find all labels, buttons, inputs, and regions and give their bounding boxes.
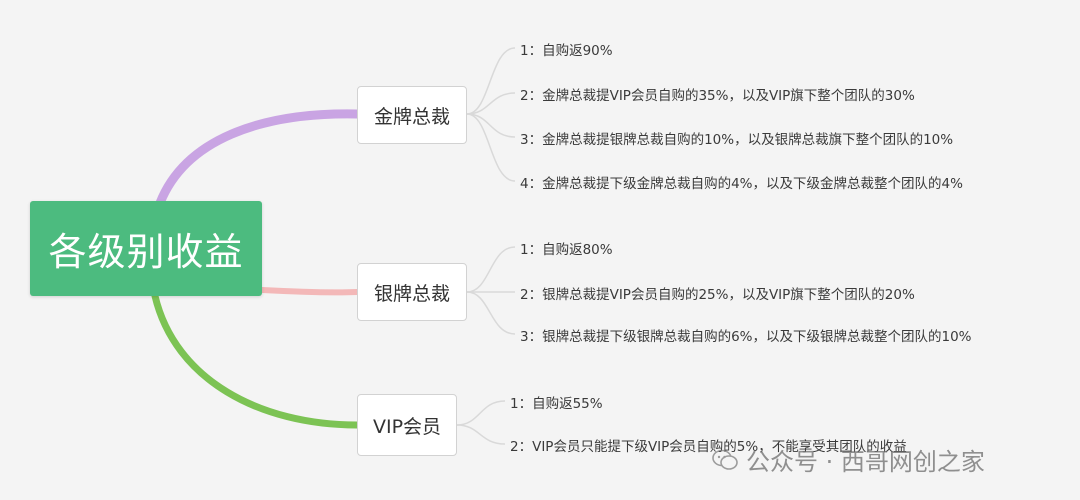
gold-leaf-2: 2：金牌总裁提VIP会员自购的35%，以及VIP旗下整个团队的30% [520,88,915,104]
watermark-text: 公众号 · 西哥网创之家 [746,448,985,476]
link-root-gold [155,109,362,208]
branch-vip-member: VIP会员 [357,394,457,456]
link-gold-leaf-4 [466,113,516,182]
branch-silver-president: 银牌总裁 [357,263,467,321]
silver-leaf-3: 3：银牌总裁提下级银牌总裁自购的6%，以及下级银牌总裁整个团队的10% [520,329,972,345]
link-silver-leaf-1 [466,246,516,293]
silver-leaf-2: 2：银牌总裁提VIP会员自购的25%，以及VIP旗下整个团队的20% [520,287,915,303]
silver-leaf-1: 1：自购返80% [520,242,613,258]
watermark: 公众号 · 西哥网创之家 [712,442,985,477]
gold-leaf-1: 1：自购返90% [520,43,613,59]
vip-leaf-2: 2：VIP会员只能提下级VIP会员自购的5%，不能享受其团队的收益 [510,439,907,455]
link-silver-leaf-3 [466,291,516,335]
wechat-icon [712,449,738,471]
link-root-vip [151,292,361,429]
link-vip-leaf-1 [456,400,506,426]
link-gold-leaf-2 [466,92,516,115]
link-gold-leaf-1 [466,47,516,115]
branch-gold-president: 金牌总裁 [357,86,467,144]
gold-leaf-4: 4：金牌总裁提下级金牌总裁自购的4%，以及下级金牌总裁整个团队的4% [520,176,963,192]
link-root-silver [259,287,360,296]
gold-leaf-3: 3：金牌总裁提银牌总裁自购的10%，以及银牌总裁旗下整个团队的10% [520,132,954,148]
link-gold-leaf-3 [466,113,516,138]
link-vip-leaf-2 [456,424,506,445]
root-node: 各级别收益 [30,201,262,296]
vip-leaf-1: 1：自购返55% [510,396,603,412]
